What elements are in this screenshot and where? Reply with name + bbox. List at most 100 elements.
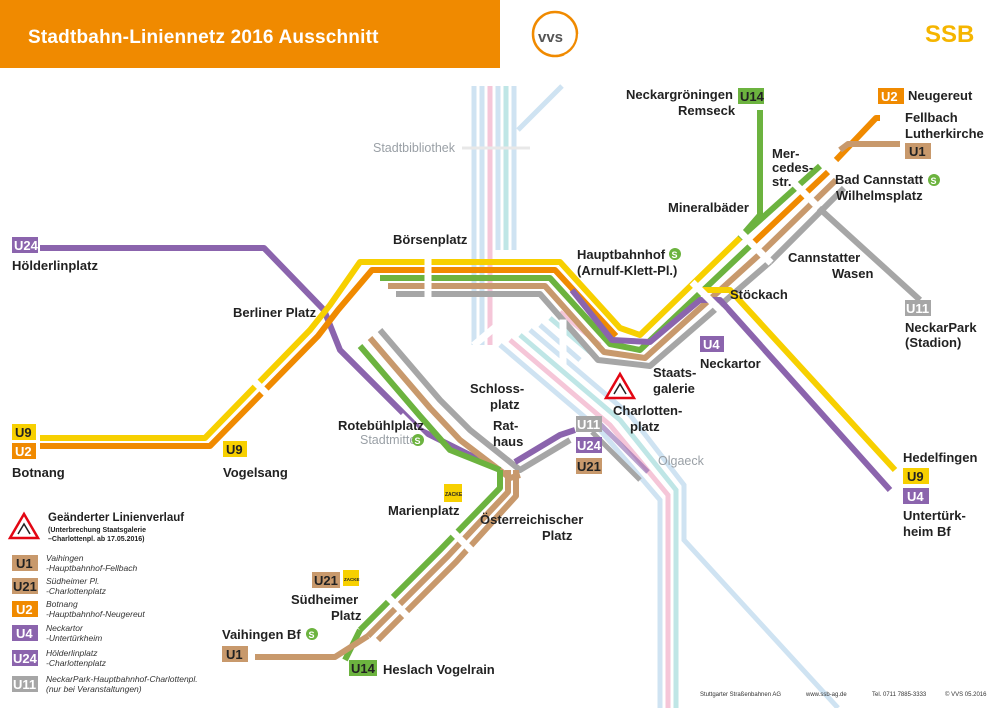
svg-text:U14: U14 [351, 661, 376, 676]
label-schlossplatz-2: platz [490, 397, 520, 412]
svg-text:U9: U9 [226, 442, 243, 457]
line-u14-south [357, 344, 502, 473]
label-bad-cannstatt-1: Bad Cannstatt [835, 172, 924, 187]
label-suedheimer-2: Platz [331, 608, 362, 623]
faded-lines [462, 84, 840, 708]
label-vaihingen: Vaihingen Bf [222, 627, 301, 642]
label-neckarpark-1: NeckarPark [905, 320, 977, 335]
label-stadtbibliothek: Stadtbibliothek [373, 141, 456, 155]
active-lines [40, 110, 923, 662]
label-marienplatz: Marienplatz [388, 503, 460, 518]
label-cannstatter-1: Cannstatter [788, 250, 860, 265]
label-neugereut: Neugereut [908, 88, 973, 103]
s-bahn-icon: S [306, 628, 318, 640]
svg-text:U2: U2 [881, 89, 898, 104]
label-schlossplatz-1: Schloss- [470, 381, 524, 396]
sbahn-icons: S S S S [306, 174, 940, 640]
badge-u21-suedheimer: U21 [312, 572, 340, 588]
line-south-1 [357, 470, 503, 633]
warning-icon [603, 371, 637, 400]
footer: Stuttgarter Straßenbahnen AG www.ssb-ag.… [700, 691, 987, 698]
label-olgaeck: Olgaeck [658, 454, 705, 468]
line-south-3 [375, 470, 519, 643]
svg-text:U1: U1 [16, 556, 33, 571]
label-berliner-platz: Berliner Platz [233, 305, 317, 320]
label-hoelderlinplatz: Hölderlinplatz [12, 258, 98, 273]
line-u11-north [807, 197, 923, 303]
label-neckartor: Neckartor [700, 356, 761, 371]
line-u4-east [569, 288, 893, 493]
label-stadtmitte: Stadtmitte [360, 433, 416, 447]
badge-u2-neugereut: U2 [878, 88, 904, 104]
vvs-logo: vvs [526, 5, 584, 63]
label-mercedes-3: str. [772, 174, 792, 189]
label-mercedes-1: Mer- [772, 146, 799, 161]
legend-sub-2: –Charlottenpl. ab 17.05.2016) [48, 536, 144, 543]
label-mercedes-2: cedes- [772, 160, 813, 175]
label-rotebuehlplatz: Rotebühlplatz [338, 418, 424, 433]
label-staatsgalerie-1: Staats- [653, 365, 696, 380]
label-heslach: Heslach Vogelrain [383, 662, 495, 677]
line-u2-north [833, 115, 880, 163]
svg-text:-Untertürkheim: -Untertürkheim [46, 633, 102, 643]
line-u9-west [40, 235, 743, 441]
warning-icon [7, 511, 41, 540]
line-south-2 [365, 470, 511, 639]
line-u9-east [700, 287, 898, 473]
label-remseck: Remseck [678, 103, 736, 118]
svg-text:Hölderlinplatz: Hölderlinplatz [46, 648, 98, 658]
label-untertuerkheim-2: heim Bf [903, 524, 951, 539]
badge-u14-remseck: U14 [738, 88, 765, 104]
badge-u1-vaihingen: U1 [222, 646, 248, 662]
svg-text:-Hauptbahnhof-Fellbach: -Hauptbahnhof-Fellbach [46, 563, 137, 573]
badge-u9-botnang: U9 [12, 424, 36, 440]
line-u14-bundle [380, 243, 753, 353]
svg-text:Vaihingen: Vaihingen [46, 553, 84, 563]
vvs-text: vvs [538, 29, 563, 46]
svg-text:U2: U2 [15, 444, 32, 459]
footer-copy: © VVS 05.2016 [945, 691, 987, 698]
svg-text:-Charlottenplatz: -Charlottenplatz [46, 586, 107, 596]
svg-text:Neckartor: Neckartor [46, 623, 84, 633]
svg-text:Südheimer Pl.: Südheimer Pl. [46, 576, 99, 586]
badge-u11-neckarpark: U11 [905, 300, 931, 316]
line-u14-north [737, 110, 763, 240]
badge-u21-charlotten: U21 [576, 458, 602, 474]
svg-text:U24: U24 [14, 238, 39, 253]
svg-text:S: S [309, 630, 315, 640]
label-bad-cannstatt-2: Wilhelmsplatz [836, 188, 923, 203]
label-boersenplatz: Börsenplatz [393, 232, 468, 247]
label-neckargroeningen: Neckargröningen [626, 87, 733, 102]
label-staatsgalerie-2: galerie [653, 381, 695, 396]
badge-u4-neckartor: U4 [700, 336, 724, 352]
label-vogelsang: Vogelsang [223, 465, 288, 480]
label-fellbach-2: Lutherkirche [905, 126, 984, 141]
line-badges: U24 U9 U2 U9 U14 U2 U1 U11 U4 U11 U24 U2… [12, 88, 931, 676]
line-u1-bundle [388, 251, 763, 361]
legend-item: U24 Hölderlinplatz-Charlottenplatz [12, 648, 107, 668]
badge-u14-heslach: U14 [349, 660, 377, 676]
svg-text:U21: U21 [314, 573, 338, 588]
label-untertuerkheim-1: Untertürk- [903, 508, 966, 523]
ssb-logo: SSB [925, 21, 974, 48]
line-olgaeck-2 [598, 422, 650, 474]
badge-u11-charlotten: U11 [576, 416, 602, 432]
line-u24-west [40, 245, 502, 473]
svg-text:U9: U9 [907, 469, 924, 484]
svg-text:Botnang: Botnang [46, 599, 78, 609]
label-charlottenplatz-2: platz [630, 419, 660, 434]
s-bahn-icon: S [669, 248, 681, 260]
footer-company: Stuttgarter Straßenbahnen AG [700, 692, 781, 698]
legend: Geänderter Linienverlauf (Unterbrechung … [7, 511, 198, 694]
title-banner: Stadtbahn-Liniennetz 2016 Ausschnitt [0, 0, 500, 68]
label-rathaus-1: Rat- [493, 418, 518, 433]
label-charlottenplatz-1: Charlotten- [613, 403, 682, 418]
label-mineralbaeder: Mineralbäder [668, 200, 749, 215]
page-title: Stadtbahn-Liniennetz 2016 Ausschnitt [28, 27, 379, 48]
svg-text:U11: U11 [13, 677, 36, 692]
svg-text:S: S [415, 436, 421, 446]
legend-item: U21 Südheimer Pl.-Charlottenplatz [12, 576, 107, 596]
svg-text:U1: U1 [909, 144, 926, 159]
svg-text:U4: U4 [907, 489, 924, 504]
